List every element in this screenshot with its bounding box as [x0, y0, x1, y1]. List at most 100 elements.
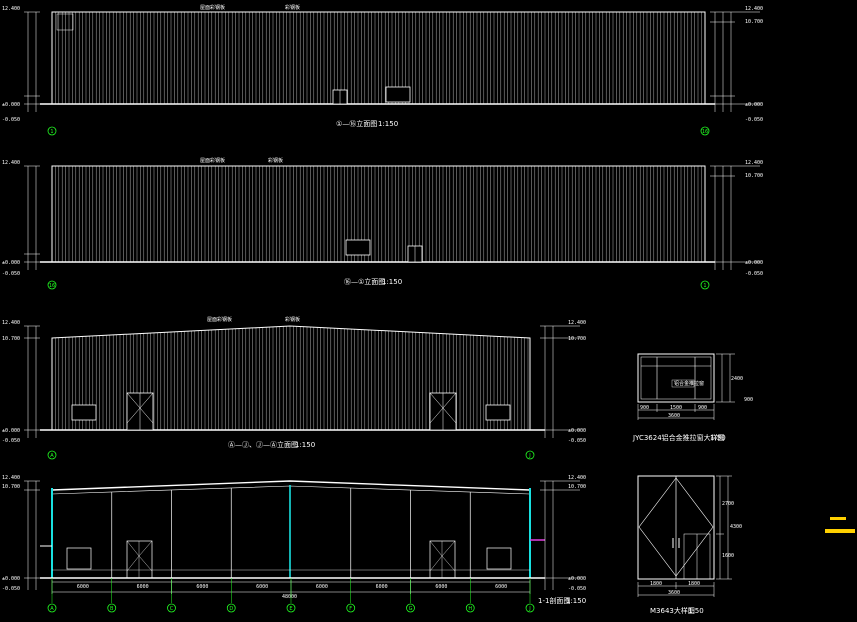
svg-text:2700: 2700	[722, 501, 734, 507]
elevation-1-level-ground-left: ±0.000	[2, 102, 20, 108]
axis-bubble-b	[107, 603, 117, 613]
section-title: 1-1剖面图	[538, 596, 570, 605]
door-detail-diamond	[638, 477, 714, 577]
svg-text:1500: 1500	[670, 405, 682, 411]
window-detail-frame	[637, 353, 715, 403]
yellow-mark-bottom	[825, 529, 855, 533]
section-window-right	[486, 547, 512, 570]
elevation-3-wall-note: 彩钢板	[285, 316, 300, 323]
axis-label-f: F	[349, 606, 352, 612]
axis-bubble-c	[167, 603, 176, 613]
yellow-mark-top	[830, 517, 846, 520]
svg-text:900: 900	[744, 397, 753, 403]
elevation-1-window	[385, 86, 411, 103]
elevation-1: 屋面彩钢板 彩钢板 12.400 ±0.000 -0.050 12.400 10…	[2, 4, 763, 136]
elevation-1-level-below-right: -0.050	[745, 117, 763, 123]
svg-text:3600: 3600	[668, 590, 680, 596]
axis-label-j: J	[528, 606, 530, 612]
elevation-2-wall-ribs	[55, 166, 705, 262]
elevation-3-door-left	[126, 392, 154, 431]
svg-text:10.700: 10.700	[568, 336, 586, 342]
span-dimension: 6000	[256, 584, 268, 590]
svg-text:3600: 3600	[668, 413, 680, 419]
svg-text:-0.050: -0.050	[2, 586, 20, 592]
svg-text:10.700: 10.700	[2, 336, 20, 342]
svg-text:±0.000: ±0.000	[745, 260, 763, 266]
span-dimension: 6000	[495, 584, 507, 590]
axis-bubble-d	[226, 603, 236, 613]
elevation-3-wall-ribs	[55, 326, 529, 430]
elevation-3-door-right	[429, 392, 457, 431]
svg-text:-0.050: -0.050	[2, 438, 20, 444]
svg-text:1800: 1800	[650, 581, 662, 587]
axis-bubble-a	[47, 603, 57, 613]
svg-text:10.700: 10.700	[2, 484, 20, 490]
section-intermediate-columns	[111, 487, 471, 578]
axis-label-c: C	[170, 606, 174, 612]
elevation-3-title: Ⓐ—Ⓙ、Ⓙ—Ⓐ立面图	[228, 440, 298, 449]
svg-text:12.400: 12.400	[2, 320, 20, 326]
elevation-3-wall-outline	[51, 325, 531, 431]
axis-bubble-j	[525, 603, 535, 613]
section-total-dimension: 48000	[282, 594, 297, 600]
elevation-1-level-ground-right: ±0.000	[745, 102, 763, 108]
span-dimension: 6000	[376, 584, 388, 590]
svg-text:±0.000: ±0.000	[2, 428, 20, 434]
door-detail-title: M3643大样图	[650, 606, 695, 615]
elevation-3-roof-note: 屋面彩钢板	[207, 316, 232, 323]
axis-bubble-f	[346, 603, 356, 613]
span-dimension: 6000	[77, 584, 89, 590]
section-door-left	[126, 540, 153, 579]
axis-bubble-g	[406, 603, 415, 613]
svg-text:1600: 1600	[722, 553, 734, 559]
svg-text:±0.000: ±0.000	[568, 428, 586, 434]
elevation-3-scale: 1:150	[295, 441, 315, 449]
window-detail: 铝合金推拉窗 900 1500 900 3600 2400 900 JYC362…	[632, 353, 753, 442]
axis-bubble-h	[465, 603, 475, 613]
elevation-2-roof-note: 屋面彩钢板	[200, 157, 225, 164]
axis-label-g: G	[409, 606, 413, 612]
svg-text:A: A	[50, 453, 54, 459]
elevation-2-window	[345, 239, 371, 256]
elevation-3: 屋面彩钢板 彩钢板 12.400 10.700 ±0.000 -0.050 12…	[2, 316, 586, 460]
svg-text:12.400: 12.400	[2, 160, 20, 166]
elevation-3-window-right	[485, 404, 511, 421]
elevation-1-level-top-left: 12.400	[2, 6, 20, 12]
elevation-1-wall-note: 彩钢板	[285, 4, 300, 11]
svg-text:1800: 1800	[688, 581, 700, 587]
span-dimension: 6000	[316, 584, 328, 590]
svg-text:-0.050: -0.050	[568, 586, 586, 592]
svg-text:J: J	[528, 453, 530, 459]
section-scale: 1:150	[566, 597, 586, 605]
elevation-1-level-top-right: 12.400	[745, 6, 763, 12]
elevation-1-roof-note: 屋面彩钢板	[200, 4, 225, 11]
door-detail-scale: 1:50	[688, 607, 704, 615]
svg-text:4300: 4300	[730, 524, 742, 530]
svg-text:12.400: 12.400	[568, 320, 586, 326]
door-detail: 1800 1800 3600 2700 1600 4300 M3643大样图 1…	[637, 475, 742, 615]
axis-label-b: B	[110, 606, 114, 612]
svg-text:900: 900	[640, 405, 649, 411]
svg-text:1: 1	[50, 129, 53, 135]
svg-text:10.700: 10.700	[745, 173, 763, 179]
svg-text:900: 900	[698, 405, 707, 411]
elevation-1-scale: 1:150	[378, 120, 398, 128]
elevation-1-louver	[56, 13, 74, 31]
window-detail-label: 铝合金推拉窗	[674, 380, 704, 387]
svg-text:12.400: 12.400	[568, 475, 586, 481]
svg-text:10.700: 10.700	[568, 484, 586, 490]
elevation-2-scale: 1:150	[382, 278, 402, 286]
window-detail-scale: 1:50	[710, 434, 726, 442]
axis-label-a: A	[50, 606, 54, 612]
section-door-right	[429, 540, 456, 579]
section-window-left	[66, 547, 92, 570]
span-dimension: 6000	[137, 584, 149, 590]
window-detail-title: JYC3624铝合金推拉窗大样图	[632, 433, 725, 442]
svg-text:-0.050: -0.050	[745, 271, 763, 277]
svg-text:12.400: 12.400	[745, 160, 763, 166]
svg-text:±0.000: ±0.000	[2, 576, 20, 582]
span-dimension: 6000	[435, 584, 447, 590]
